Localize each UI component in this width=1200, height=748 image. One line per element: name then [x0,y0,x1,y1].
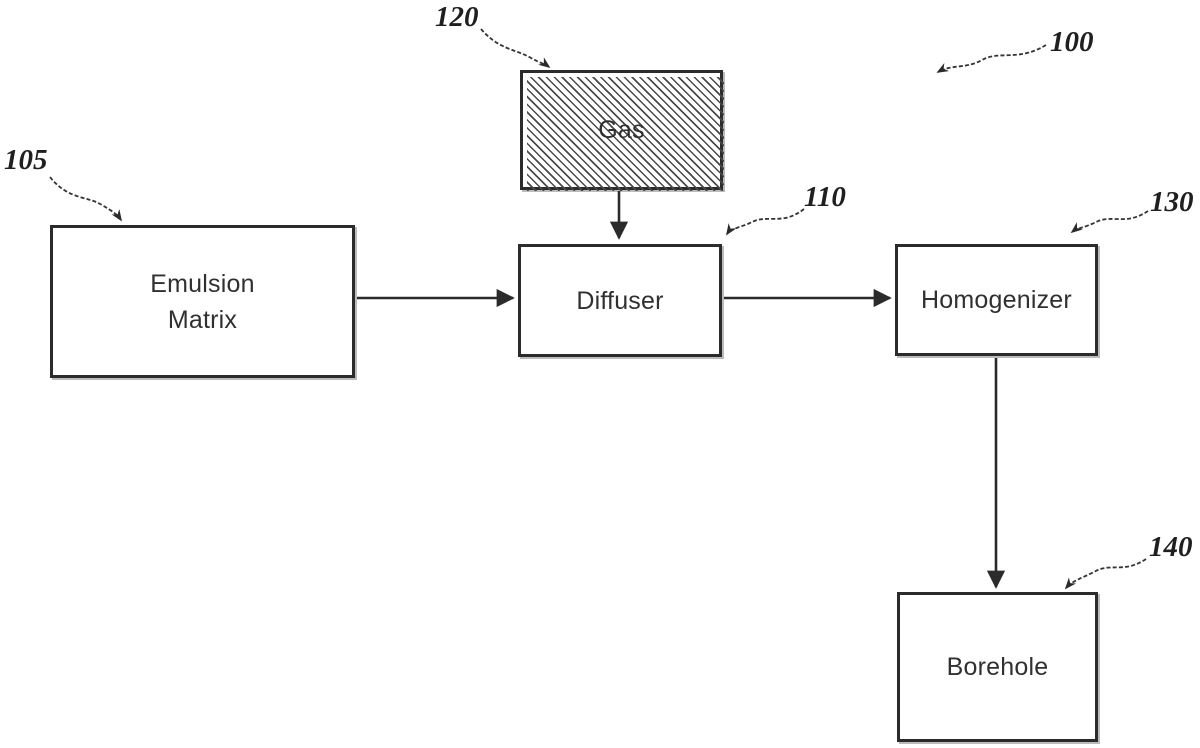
leader-line-120 [480,28,551,69]
node-gas-label: Gas [598,116,645,144]
node-diffuser-label: Diffuser [576,286,664,315]
node-emulsion-matrix-label-line2: Matrix [167,305,238,334]
leader-line-110 [726,208,805,236]
ref-label-140: 140 [1149,531,1193,563]
ref-label-100: 100 [1050,26,1094,58]
node-borehole-label: Borehole [946,653,1049,681]
ref-label-105: 105 [4,144,48,176]
leader-line-130 [1070,210,1149,234]
node-homogenizer: Homogenizer [895,244,1098,356]
node-emulsion-matrix-label-line1: Emulsion [150,269,255,298]
node-diffuser: Diffuser [518,244,722,357]
leader-line-140 [1064,558,1147,590]
leader-line-105 [49,176,122,222]
node-borehole: Borehole [897,592,1098,742]
node-gas: Gas [520,70,724,191]
node-homogenizer-label: Homogenizer [921,286,1072,314]
ref-label-110: 110 [804,181,846,213]
ref-label-120: 120 [435,1,479,33]
ref-label-130: 130 [1150,186,1194,218]
leader-line-100 [936,44,1047,73]
node-emulsion-matrix: Emulsion Matrix [50,225,355,378]
